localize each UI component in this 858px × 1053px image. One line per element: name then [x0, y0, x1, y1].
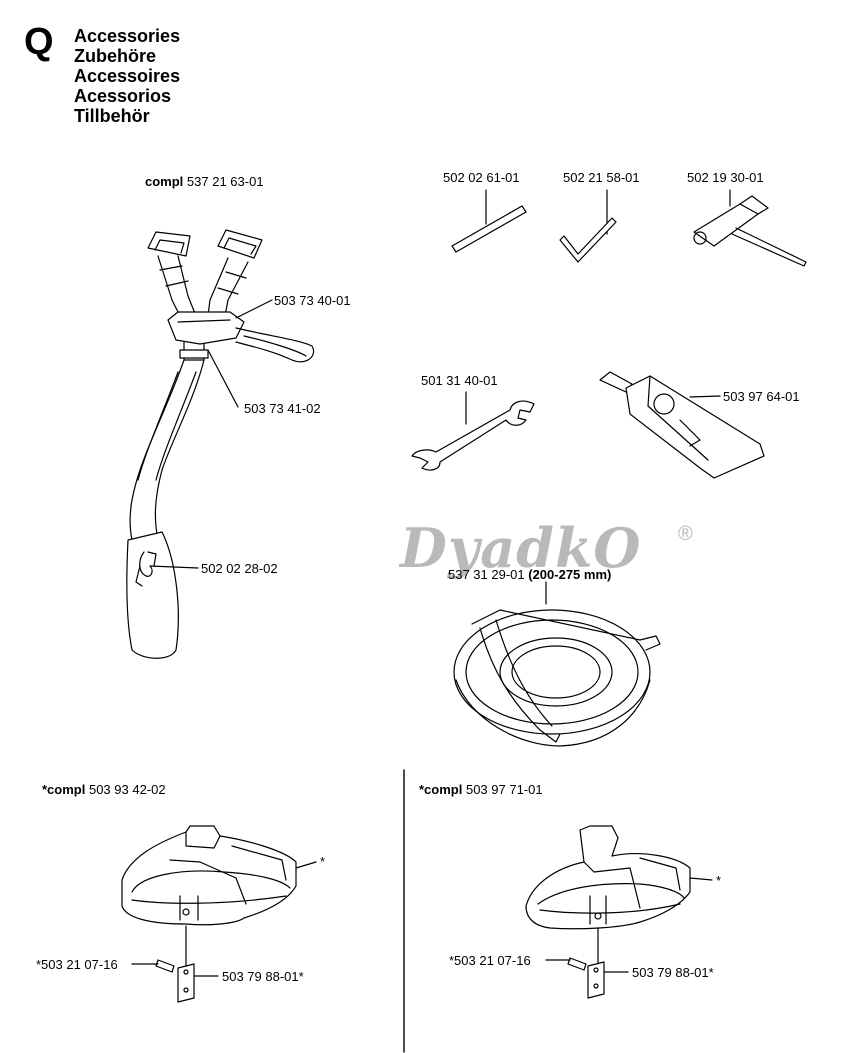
- part-label-plate-left: 503 79 88-01*: [222, 969, 304, 984]
- registered-symbol: ®: [678, 523, 693, 545]
- guard-right-drawing: [525, 825, 713, 999]
- part-label-strap-pad: 503 73 41-02: [244, 401, 321, 416]
- trimmer-guard-drawing: [453, 581, 661, 747]
- part-number: 537 21 63-01: [186, 174, 264, 189]
- wrench-drawing: [411, 391, 535, 471]
- compl-prefix: *compl: [42, 782, 86, 797]
- harness-leaders: [149, 299, 273, 569]
- part-label-spanner: 502 19 30-01: [687, 170, 764, 185]
- section-letter: Q: [24, 21, 54, 63]
- guard-right-compl-label: *compl 503 97 71-01: [419, 782, 543, 797]
- part-label-grease-tube: 503 97 64-01: [723, 389, 800, 404]
- part-label-rod: 502 02 61-01: [443, 170, 520, 185]
- part-number: 503 93 42-02: [88, 782, 166, 797]
- part-label-strap-buckle: 503 73 40-01: [274, 293, 351, 308]
- guard-left-compl-label: *compl 503 93 42-02: [42, 782, 166, 797]
- part-number: 503 97 71-01: [465, 782, 543, 797]
- grease-tube-drawing: [599, 371, 765, 479]
- title-spanish: Acessorios: [74, 86, 172, 106]
- harness-drawing: [126, 229, 315, 659]
- part-label-wrench: 501 31 40-01: [421, 373, 498, 388]
- part-label-screw-left: *503 21 07-16: [36, 957, 118, 972]
- part-label-screw-right: *503 21 07-16: [449, 953, 531, 968]
- part-number: 537 31 29-01: [448, 567, 525, 582]
- size-range: (200-275 mm): [528, 567, 612, 582]
- spanner-drawing: [693, 189, 807, 267]
- part-label-hook: 502 02 28-02: [201, 561, 278, 576]
- hex-key-drawing: [559, 189, 617, 263]
- compl-prefix: compl: [145, 174, 184, 189]
- title-swedish: Tillbehör: [74, 106, 150, 126]
- title-french: Accessoires: [74, 66, 181, 86]
- rod-drawing: [451, 189, 527, 253]
- part-label-plate-right: 503 79 88-01*: [632, 965, 714, 980]
- guard-right-asterisk: *: [716, 873, 722, 888]
- watermark: DyadkO: [400, 516, 642, 580]
- harness-compl-label: compl 537 21 63-01: [145, 174, 264, 189]
- part-label-hex-key: 502 21 58-01: [563, 170, 640, 185]
- part-label-trimmer-guard: 537 31 29-01 (200-275 mm): [448, 567, 611, 582]
- title-english: Accessories: [74, 26, 181, 46]
- title-german: Zubehöre: [74, 46, 157, 66]
- compl-prefix: *compl: [419, 782, 463, 797]
- guard-left-drawing: [121, 825, 317, 1003]
- guard-left-asterisk: *: [320, 854, 326, 869]
